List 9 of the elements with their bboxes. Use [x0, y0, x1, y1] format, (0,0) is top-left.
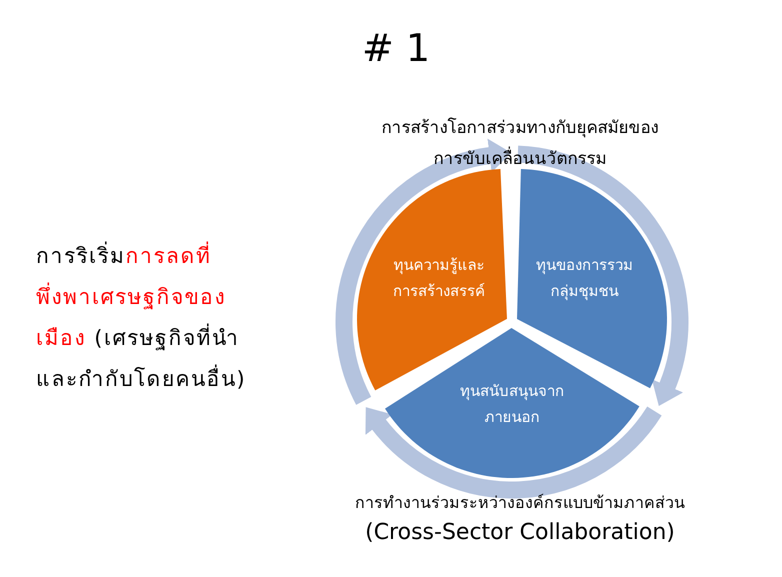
- side-note: การริเริ่ม การลดที่พึ่งพาเศรษฐกิจของเมือง (เศรษฐกิจที่นำและกำกับโดยคนอื่น): [36, 236, 266, 400]
- sector-label: ทุนสนับสนุนจากภายนอก: [458, 381, 565, 428]
- sector-label: ทุนความรู้และการสร้างสรรค์: [392, 254, 486, 302]
- bottom-caption: การทำงานร่วมระหว่างองค์กรแบบข้ามภาคส่วน: [354, 492, 686, 514]
- sector-shape: [385, 328, 640, 478]
- bottom-caption: (Cross-Sector Collaboration): [364, 520, 676, 545]
- title: # 1: [362, 26, 430, 70]
- sector-label: ทุนของการรวมกลุ่มชุมชน: [535, 254, 634, 302]
- top-caption: การสร้างโอกาสร่วมทางกับยุคสมัยของการขับเคลื่อนนวัตกรรม: [380, 116, 660, 171]
